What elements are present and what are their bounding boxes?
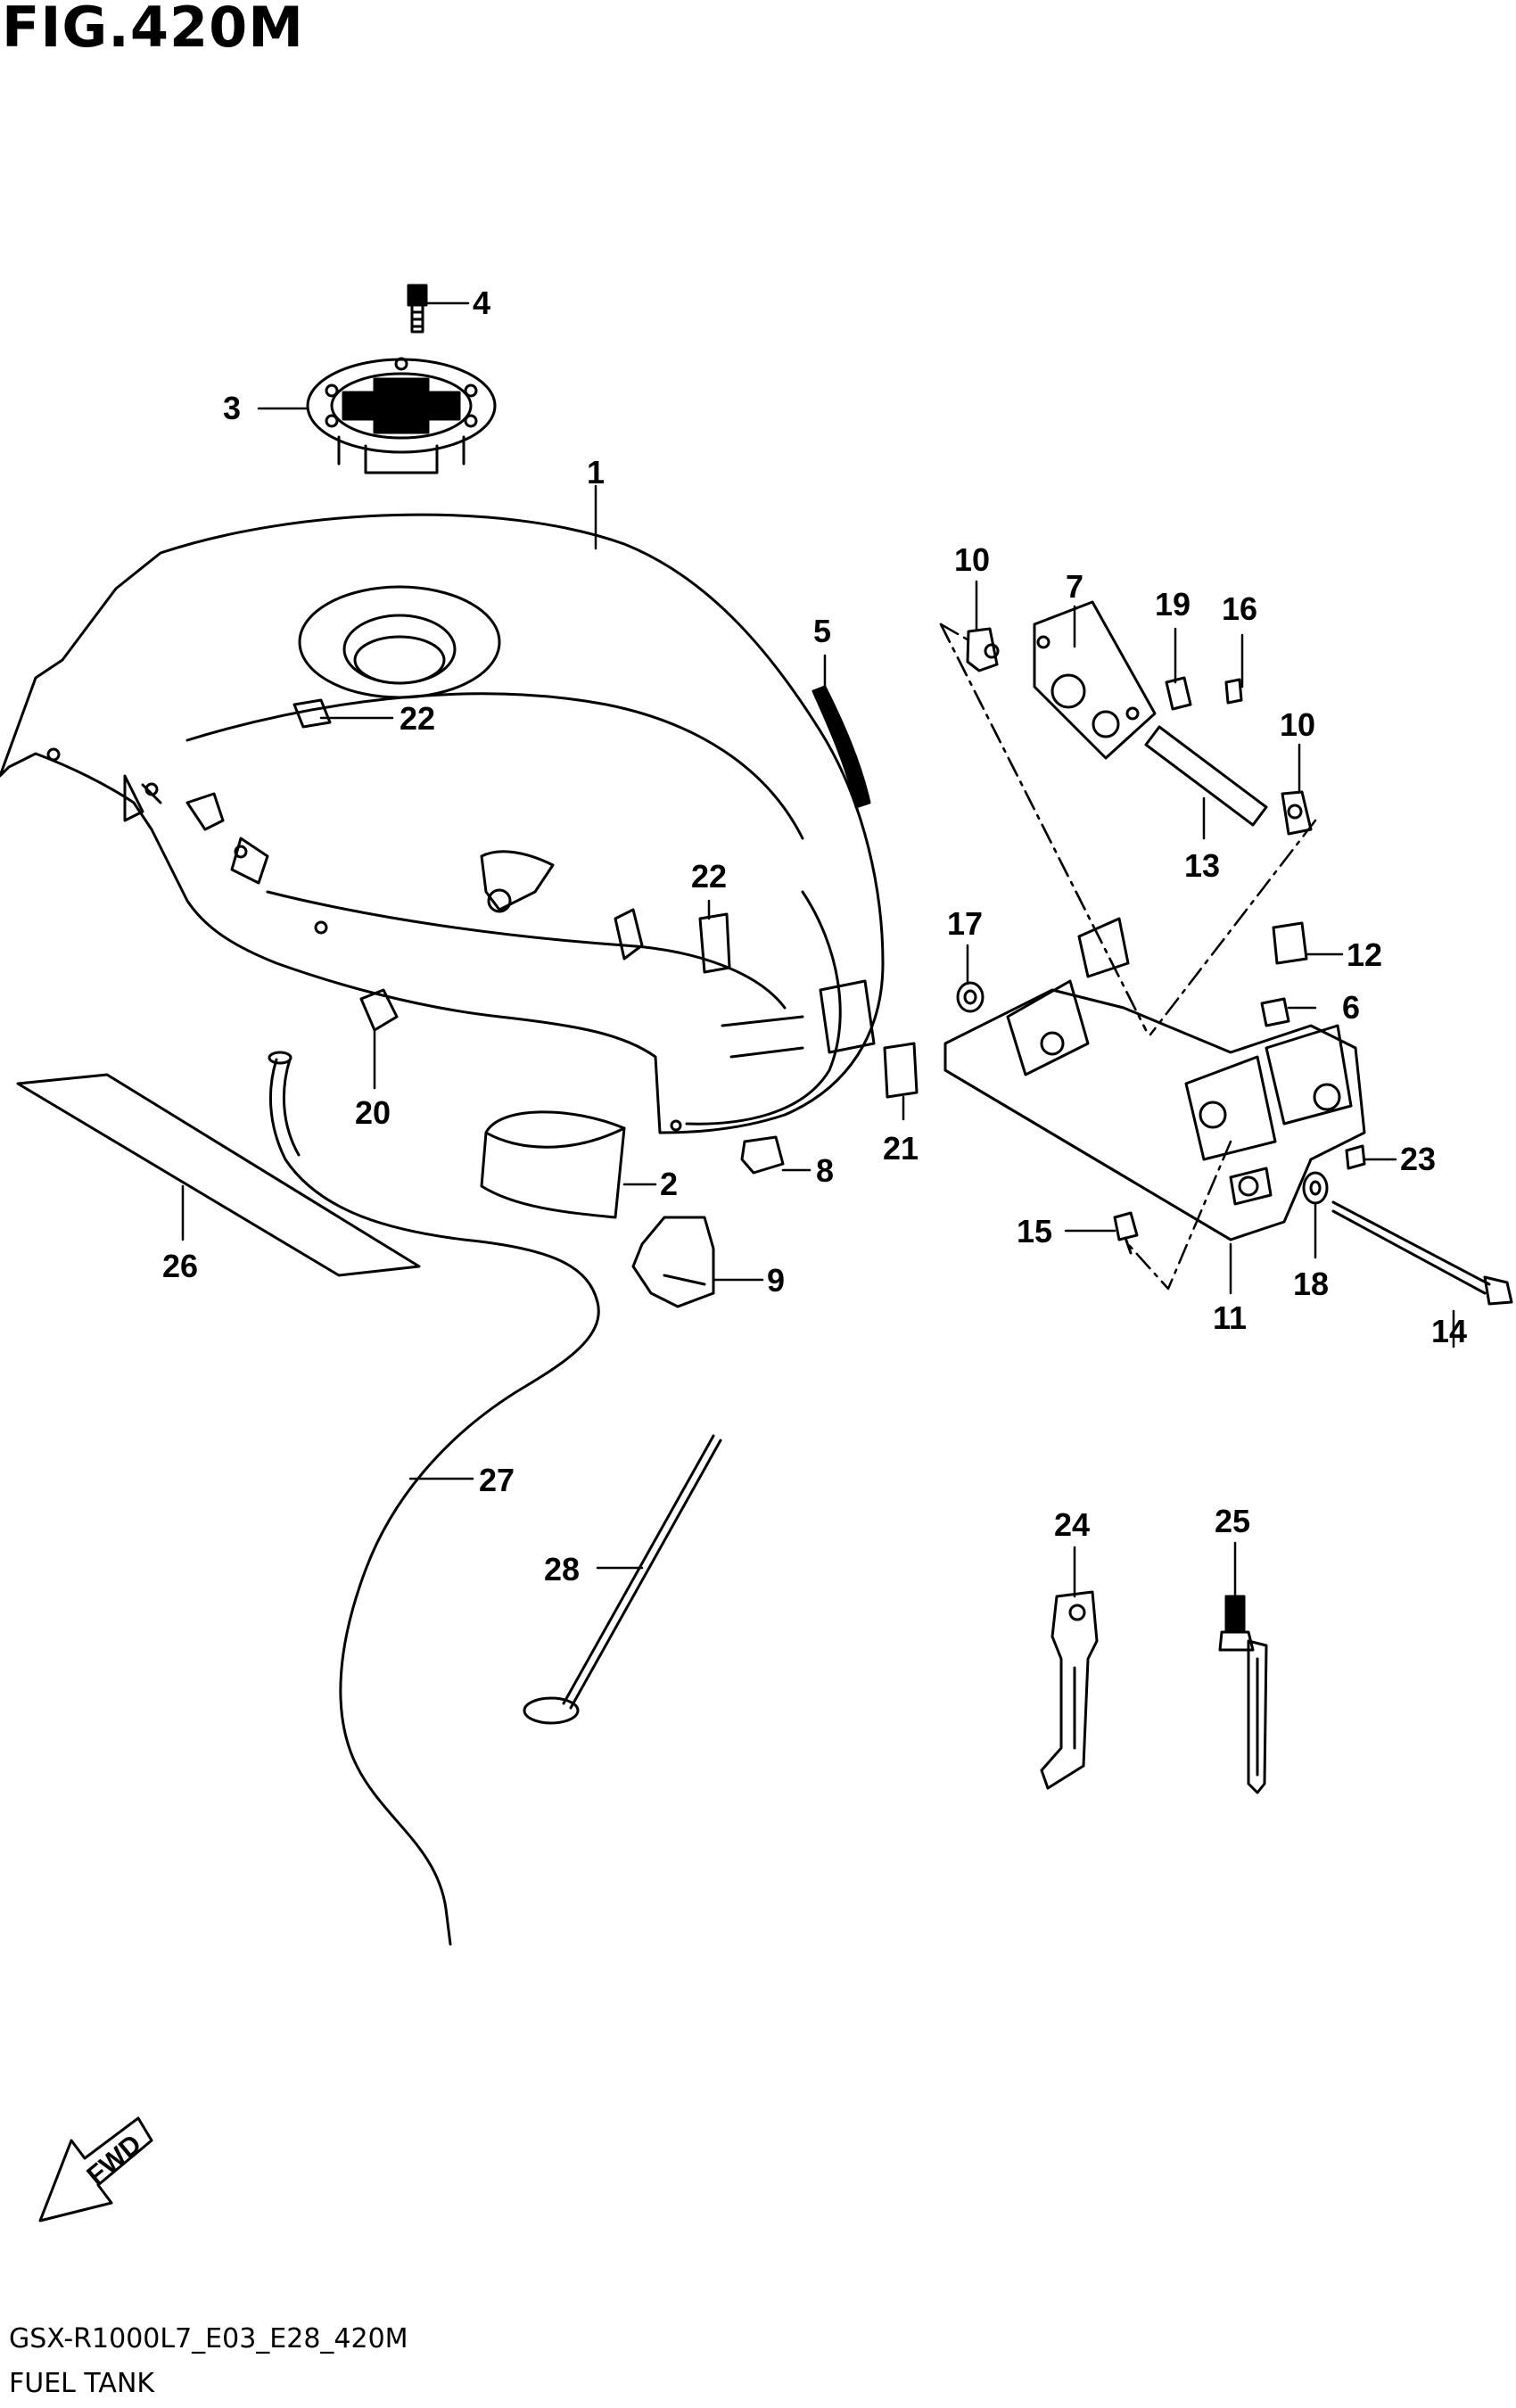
callout-28: 28 [544,1551,580,1587]
rubber-strip-part [812,685,871,809]
callout-25: 25 [1215,1503,1250,1539]
callout-27: 27 [479,1462,515,1498]
callout-14: 14 [1431,1313,1467,1349]
band-clip-part [1040,1590,1099,1790]
reference-lines [939,623,1317,1291]
callout-5: 5 [813,613,831,649]
callout-17: 17 [947,905,983,942]
bolt-part [407,284,428,334]
cap-part [359,988,399,1032]
callout-15: 15 [1017,1213,1052,1249]
callout-10-right: 10 [1280,706,1315,743]
callout-11: 11 [1213,1299,1247,1336]
callout-22-left: 22 [400,700,435,737]
forward-arrow-icon [38,2116,153,2222]
callout-8: 8 [816,1152,834,1189]
callout-12: 12 [1347,936,1382,973]
tape-part [16,1073,421,1277]
fuel-cap-part [306,357,497,474]
clips-and-nuts [1260,921,1366,1170]
callout-21: 21 [883,1130,919,1167]
side-pad-part [883,1042,919,1099]
rod-part [523,1434,722,1725]
cushion-part [480,1110,626,1219]
bracket-cushion-part [631,1216,715,1308]
callout-18: 18 [1293,1266,1329,1302]
main-bracket-part [943,917,1366,1241]
pad-part [292,698,731,974]
callout-26: 26 [162,1248,198,1284]
callout-16: 16 [1222,590,1257,627]
forward-label: FWD [81,2129,147,2190]
callout-6: 6 [1342,989,1360,1026]
drain-hose-part [268,1051,600,1946]
callout-24: 24 [1054,1506,1090,1543]
callout-22-right: 22 [691,858,727,895]
callout-1: 1 [587,454,605,491]
washers-and-bolts [956,981,1329,1255]
figure-caption: FUEL TANK [9,2368,155,2399]
callout-13: 13 [1184,847,1220,884]
callout-9: 9 [767,1262,785,1299]
figure-title: FIG.420M [2,0,304,60]
callout-20: 20 [355,1094,391,1131]
callout-23: 23 [1400,1141,1436,1177]
callout-19: 19 [1155,586,1191,623]
callout-3: 3 [223,390,241,426]
fuel-tank-part [0,513,885,1134]
callout-4: 4 [473,285,490,321]
upper-bracket-assembly [966,600,1313,836]
callout-2: 2 [660,1166,678,1202]
callout-10-top: 10 [954,541,990,578]
model-code: GSX-R1000L7_E03_E28_420M [9,2323,408,2354]
cable-tie-part [1218,1595,1268,1794]
leader-lines [181,301,1455,1598]
callout-7: 7 [1066,568,1083,605]
long-bolt-part [1331,1200,1513,1306]
callouts: 1 2 3 4 5 6 7 8 9 10 10 11 12 13 14 15 1… [162,285,1467,1587]
cushion-block-part [740,1135,785,1175]
